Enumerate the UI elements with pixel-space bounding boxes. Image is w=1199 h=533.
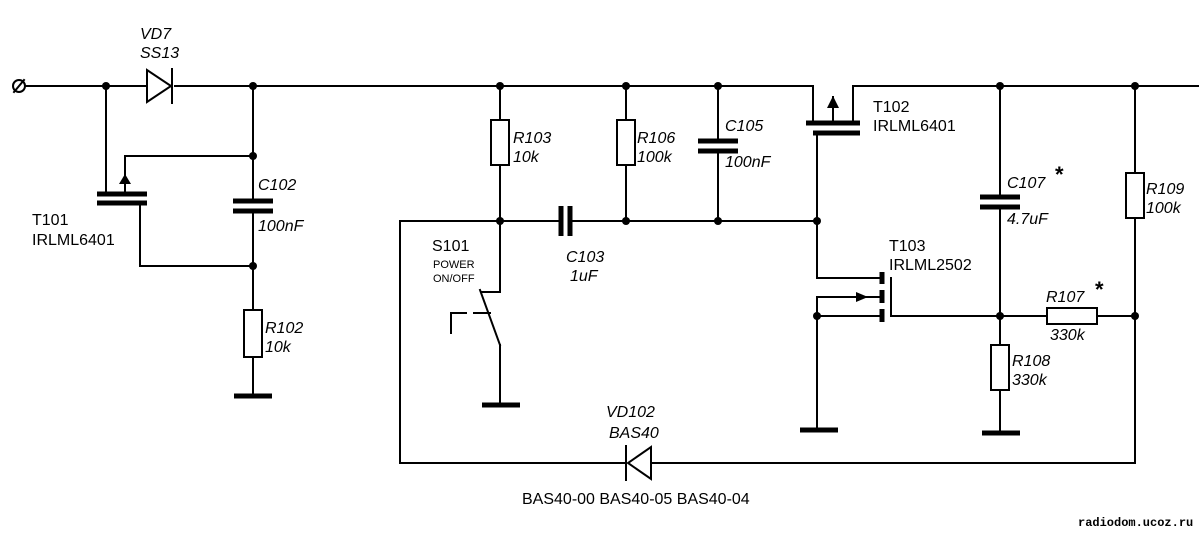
middle-bus [399, 206, 818, 236]
t102-ref: T102 [873, 99, 910, 116]
t103-value: IRLML2502 [889, 257, 972, 274]
c107-mark: * [1055, 162, 1064, 187]
c103-value: 1uF [570, 268, 599, 285]
s101-line1: POWER [433, 259, 475, 271]
input-terminal [12, 78, 26, 94]
c107-ref: C107 [1007, 175, 1046, 192]
r102-ref: R102 [265, 320, 303, 337]
r106-ref: R106 [637, 130, 675, 147]
vd7-ref: VD7 [140, 26, 172, 43]
r103-switch-branch [450, 85, 520, 408]
c105-ref: C105 [725, 118, 763, 135]
vd7-value: SS13 [140, 45, 179, 62]
r109-ref: R109 [1146, 181, 1184, 198]
c103-ref: C103 [566, 249, 604, 266]
diode-vd102 [625, 445, 652, 481]
t102-value: IRLML6401 [873, 118, 956, 135]
r103-ref: R103 [513, 130, 551, 147]
resistor-r109 [1125, 85, 1145, 464]
r108-value: 330k [1012, 372, 1048, 389]
vd102-value: BAS40 [609, 425, 659, 442]
r107-ref: R107 [1046, 289, 1085, 306]
c102-value: 100nF [258, 218, 305, 235]
c102-r102-branch [233, 85, 273, 399]
r107-value: 330k [1050, 327, 1086, 344]
c102-ref: C102 [258, 177, 296, 194]
watermark: radiodom.ucoz.ru [1078, 516, 1193, 530]
r102-value: 10k [265, 339, 292, 356]
junction-dots [102, 82, 1139, 320]
transistor-t102 [806, 85, 860, 222]
resistor-r106 [616, 85, 636, 222]
r107-mark: * [1095, 277, 1104, 302]
c107-r108-branch [980, 85, 1020, 436]
r109-value: 100k [1146, 200, 1182, 217]
transistor-t101 [97, 85, 254, 267]
r108-ref: R108 [1012, 353, 1050, 370]
s101-ref: S101 [432, 238, 469, 255]
c107-value: 4.7uF [1007, 211, 1049, 228]
t101-ref: T101 [32, 212, 69, 229]
t101-value: IRLML6401 [32, 232, 115, 249]
bottom-loop [399, 220, 1136, 464]
t103-ref: T103 [889, 238, 926, 255]
r106-value: 100k [637, 149, 673, 166]
diode-alternatives: BAS40-00 BAS40-05 BAS40-04 [522, 491, 750, 508]
vd102-ref: VD102 [606, 404, 655, 421]
s101-line2: ON/OFF [433, 273, 475, 285]
c105-value: 100nF [725, 154, 772, 171]
diode-vd7 [146, 68, 173, 104]
resistor-r107 [999, 307, 1136, 325]
r103-value: 10k [513, 149, 540, 166]
capacitor-c105 [698, 85, 738, 222]
